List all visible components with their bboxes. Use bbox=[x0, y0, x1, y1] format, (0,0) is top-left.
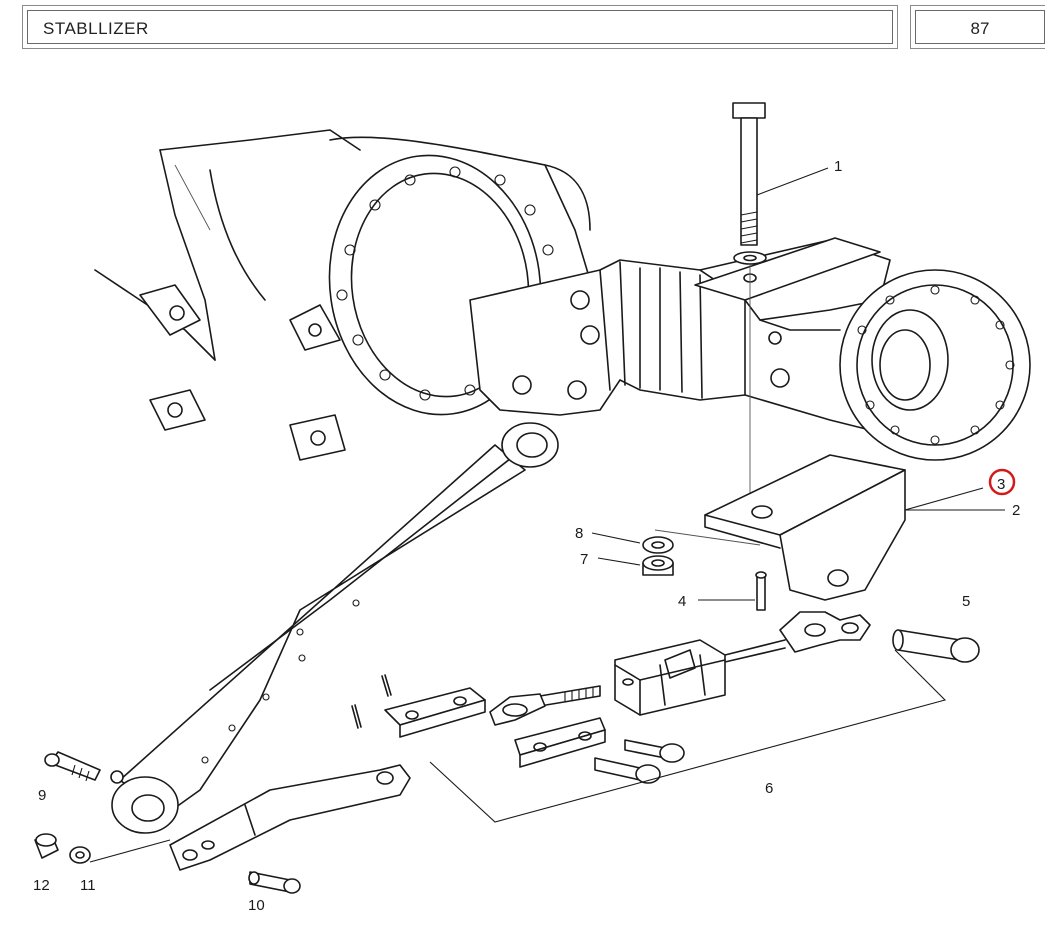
callout-6: 6 bbox=[765, 780, 773, 797]
callout-1: 1 bbox=[834, 158, 842, 175]
axle-housing-illustration bbox=[94, 129, 1031, 461]
part-6-turnbuckle-assembly bbox=[351, 611, 947, 823]
part-7-nut bbox=[642, 555, 674, 576]
part-10-bolt bbox=[248, 871, 301, 894]
diagram-title: STABLLIZER bbox=[43, 19, 149, 38]
part-1-bolt bbox=[732, 102, 767, 510]
part-4-pin bbox=[755, 571, 767, 611]
part-11-washer bbox=[69, 846, 91, 864]
part-12-nut bbox=[34, 833, 59, 859]
page-number: 87 bbox=[970, 19, 990, 38]
page-number-box: 87 bbox=[910, 5, 1045, 49]
callout-8: 8 bbox=[575, 525, 583, 542]
title-box: STABLLIZER bbox=[22, 5, 898, 49]
part-8-washer bbox=[642, 536, 674, 554]
callout-3: 3 bbox=[997, 476, 1005, 493]
callout-10: 10 bbox=[248, 897, 265, 914]
title-box-inner-frame bbox=[27, 10, 893, 44]
lower-link-arm bbox=[89, 764, 411, 871]
part-2-bracket bbox=[654, 454, 906, 601]
part-5-clevis-pin bbox=[892, 629, 980, 663]
callout-7: 7 bbox=[580, 551, 588, 568]
callout-12: 12 bbox=[33, 877, 50, 894]
callout-4: 4 bbox=[678, 593, 686, 610]
leader-lines bbox=[591, 167, 1005, 601]
callout-5: 5 bbox=[962, 593, 970, 610]
callout-11: 11 bbox=[80, 877, 96, 894]
callout-9: 9 bbox=[38, 787, 46, 804]
stabilizer-arm bbox=[111, 422, 559, 834]
part-9-bolt bbox=[44, 751, 124, 784]
callout-2: 2 bbox=[1012, 502, 1020, 519]
callout-3-highlight-circle bbox=[988, 468, 1016, 496]
